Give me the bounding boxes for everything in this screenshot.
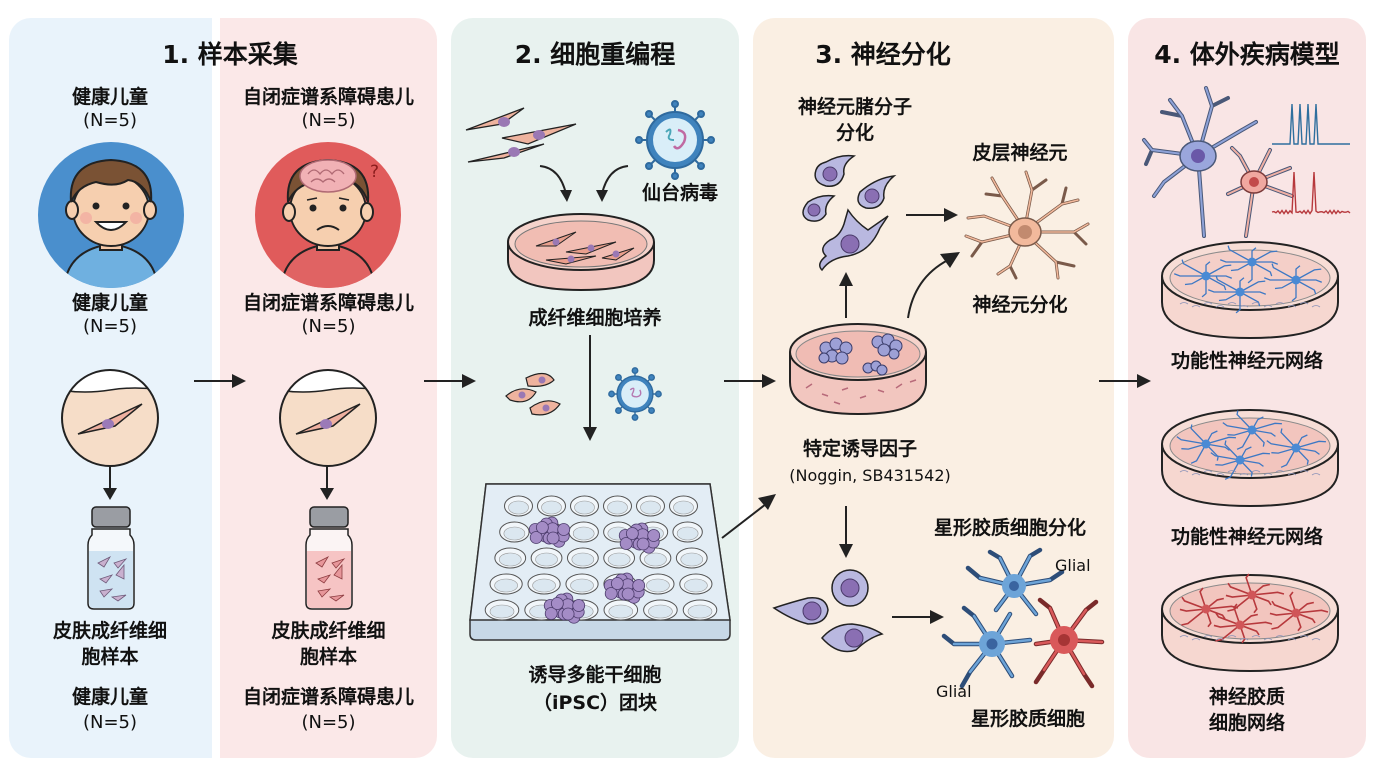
flow-arrow-3	[724, 374, 776, 388]
astrocytes-icon	[941, 547, 1105, 689]
spike-trace-blue	[1272, 103, 1350, 145]
cortical-neuron-icon	[964, 170, 1090, 280]
ipsc-colony	[528, 516, 571, 548]
glial-network-label-line2: 细胞网络	[1208, 712, 1285, 734]
question-mark: ?	[370, 162, 380, 182]
sendai-virus-icon	[635, 100, 715, 180]
progenitor-label-line1: 神经元䐗分子	[797, 96, 912, 118]
sample-vial-asd-icon	[305, 506, 353, 610]
spike-trace-red	[1271, 171, 1351, 215]
electrophysiology-traces	[1271, 103, 1351, 215]
healthy-group-n-3: (N=5)	[82, 712, 138, 733]
flow-arrow-2	[424, 374, 476, 388]
network-soma	[1291, 443, 1301, 453]
network-soma	[1247, 425, 1257, 435]
differentiation-dish-icon	[789, 323, 927, 416]
asd-child-avatar	[255, 142, 401, 288]
glial-progenitor-cells-icon	[772, 569, 884, 653]
healthy-sample-label-line1: 皮肤成纤维细	[52, 620, 167, 642]
arrow-up-to-progenitors	[839, 272, 853, 318]
neuron-differentiation-label: 神经元分化	[972, 294, 1068, 316]
network-soma	[1291, 275, 1301, 285]
asd-group-label-3: 自闭症谱系障碍患儿	[242, 686, 414, 708]
healthy-group-label: 健康儿童	[71, 86, 148, 108]
panel-3-title: 3. 神经分化	[815, 40, 951, 69]
skin-biopsy-asd-icon	[279, 369, 377, 467]
functional-network-label-2: 功能性神经元网络	[1170, 526, 1323, 548]
induction-factors-label: 特定诱导因子	[802, 438, 917, 460]
network-soma	[1247, 590, 1257, 600]
asd-group-n: (N=5)	[301, 110, 356, 131]
sample-vial-healthy-icon	[87, 506, 135, 610]
network-soma	[1201, 604, 1211, 614]
cortical-neuron-label: 皮层神经元	[972, 142, 1068, 164]
functional-network-label-1: 功能性神经元网络	[1170, 350, 1323, 372]
network-soma	[1291, 608, 1301, 618]
glial-network-dish-icon	[1161, 573, 1339, 673]
glial-tag-2: Glial	[936, 682, 972, 701]
asd-group-label: 自闭症谱系障碍患儿	[242, 86, 414, 108]
flow-arrow-4	[1099, 374, 1151, 388]
network-neurons-icon	[1142, 86, 1294, 238]
curved-arrow-to-cortical	[907, 252, 960, 319]
neuron-network-dish-1-icon	[1161, 241, 1339, 340]
asd-sample-label-line1: 皮肤成纤维细	[271, 620, 386, 642]
neuron-network-dish-2-icon	[1161, 409, 1339, 508]
glial-tag-1: Glial	[1055, 556, 1091, 575]
ipsc-label-line2: （iPSC）团块	[532, 692, 658, 714]
progenitor-label-line2: 分化	[835, 122, 874, 144]
network-soma	[1235, 455, 1245, 465]
culture-dish-icon	[507, 213, 655, 292]
neural-progenitor-cells-icon	[802, 154, 897, 272]
healthy-group-n-2: (N=5)	[82, 316, 138, 337]
ipsc-colony	[543, 592, 586, 624]
asd-group-n-3: (N=5)	[301, 712, 356, 733]
healthy-group-n: (N=5)	[82, 110, 138, 131]
sendai-virus-label: 仙台病毒	[641, 182, 718, 204]
astrocyte-label: 星形胶质细胞	[970, 708, 1085, 730]
network-soma	[1201, 439, 1211, 449]
astrocyte-differentiation-label: 星形胶质细胞分化	[933, 517, 1086, 539]
network-soma	[1235, 620, 1245, 630]
fibroblast-cells-icon	[465, 107, 577, 163]
network-soma	[1201, 271, 1211, 281]
arrow-to-cortical-neuron	[906, 208, 958, 222]
ipsc-label-line1: 诱导多能干细胞	[528, 664, 662, 686]
ipsc-colony	[618, 522, 661, 554]
arrow-down-healthy	[103, 466, 117, 500]
sendai-virus-small-icon	[608, 367, 662, 421]
fibroblast-culture-label: 成纤维细胞培养	[528, 307, 662, 329]
panel-4-title: 4. 体外疾病模型	[1154, 40, 1340, 69]
asd-group-n-2: (N=5)	[301, 316, 356, 337]
healthy-child-avatar	[38, 142, 184, 288]
skin-biopsy-healthy-icon	[61, 369, 159, 467]
arrow-plate-to-differentiation	[721, 494, 776, 539]
asd-group-label-2: 自闭症谱系障碍患儿	[242, 292, 414, 314]
panel-1-title: 1. 样本采集	[162, 40, 298, 69]
ipsc-colony	[603, 572, 646, 604]
arrow-to-astrocytes	[892, 610, 944, 624]
ipsc-well-plate-icon	[469, 483, 731, 641]
healthy-group-label-2: 健康儿童	[71, 292, 148, 314]
arrow-down-to-plate	[583, 335, 597, 441]
induction-factors-detail: (Noggin, SB431542)	[789, 466, 951, 485]
asd-sample-label-line2: 胞样本	[299, 646, 357, 668]
reprogrammed-cells-icon	[505, 372, 561, 416]
panel-2-title: 2. 细胞重编程	[514, 40, 676, 69]
healthy-group-label-3: 健康儿童	[71, 686, 148, 708]
arrow-down-asd	[320, 466, 334, 500]
flow-arrow-1	[194, 374, 246, 388]
network-soma	[1247, 257, 1257, 267]
arrow-down-to-glial-progenitors	[839, 506, 853, 558]
glial-network-label-line1: 神经胶质	[1208, 686, 1285, 708]
network-soma	[1235, 287, 1245, 297]
healthy-sample-label-line2: 胞样本	[81, 646, 139, 668]
curved-arrows-to-dish	[539, 165, 629, 202]
